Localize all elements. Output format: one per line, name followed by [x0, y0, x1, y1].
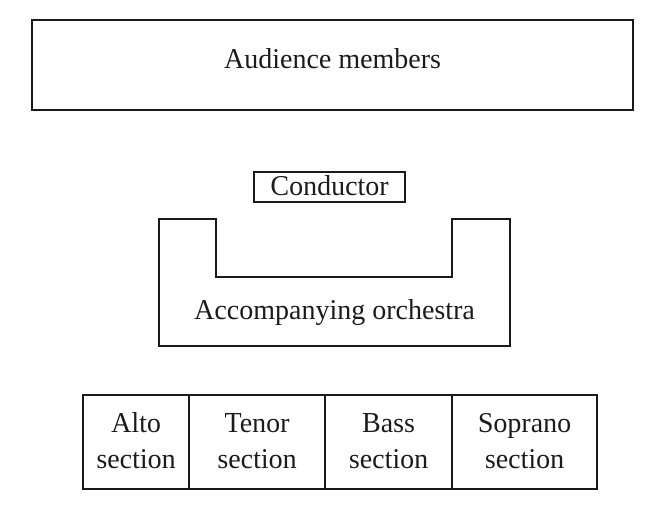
conductor-box: Conductor	[253, 171, 406, 203]
audience-members-box: Audience members	[31, 19, 634, 111]
section-label-bass: Bass section	[348, 408, 429, 475]
section-label-tenor: Tenor section	[217, 408, 297, 475]
section-cell-tenor: Tenor section	[190, 396, 326, 488]
section-label-soprano: Soprano section	[477, 408, 572, 475]
orchestra-label-wrap: Accompanying orchestra	[159, 277, 510, 345]
orchestra-label: Accompanying orchestra	[194, 295, 475, 326]
conductor-label: Conductor	[270, 171, 389, 202]
section-label-alto: Alto section	[96, 408, 176, 475]
section-cell-soprano: Soprano section	[453, 396, 596, 488]
audience-members-label: Audience members	[224, 44, 441, 75]
section-cell-alto: Alto section	[84, 396, 190, 488]
section-cell-bass: Bass section	[326, 396, 453, 488]
vocal-sections-row: Alto section Tenor section Bass section …	[82, 394, 598, 490]
